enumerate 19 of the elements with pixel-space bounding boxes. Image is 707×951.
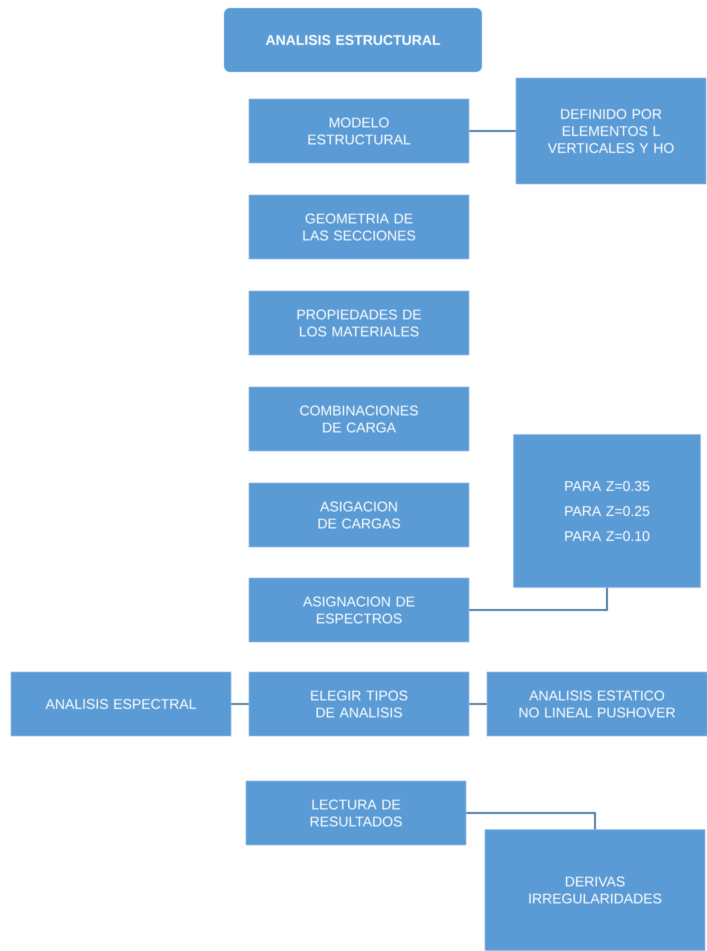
process-box: MODELO ESTRUCTURAL — [248, 98, 470, 164]
process-box: ANALISIS ESTATICO NO LINEAL PUSHOVER — [486, 672, 707, 736]
process-box: ANALISIS ESPECTRAL — [10, 672, 232, 736]
process-box: ASIGNACION DE ESPECTROS — [248, 578, 470, 642]
process-box: LECTURA DE RESULTADOS — [246, 780, 466, 846]
connector-line — [469, 703, 487, 705]
connector-line — [469, 588, 608, 611]
connector-line — [466, 812, 596, 830]
process-box: PROPIEDADES DE LOS MATERIALES — [248, 290, 470, 356]
process-box: PARA Z=0.35 PARA Z=0.25 PARA Z=0.10 — [513, 434, 701, 588]
process-box: DEFINIDO POR ELEMENTOS L VERTICALES Y HO — [516, 78, 706, 184]
connector-line — [231, 703, 249, 705]
process-box: GEOMETRIA DE LAS SECCIONES — [248, 194, 470, 260]
connector-line — [469, 130, 516, 132]
process-box: ELEGIR TIPOS DE ANALISIS — [248, 672, 470, 736]
process-box: ASIGACION DE CARGAS — [248, 482, 470, 548]
process-box: DERIVAS IRREGULARIDADES — [484, 829, 706, 951]
title-box: ANALISIS ESTRUCTURAL — [224, 8, 482, 72]
process-box: COMBINACIONES DE CARGA — [248, 386, 470, 452]
